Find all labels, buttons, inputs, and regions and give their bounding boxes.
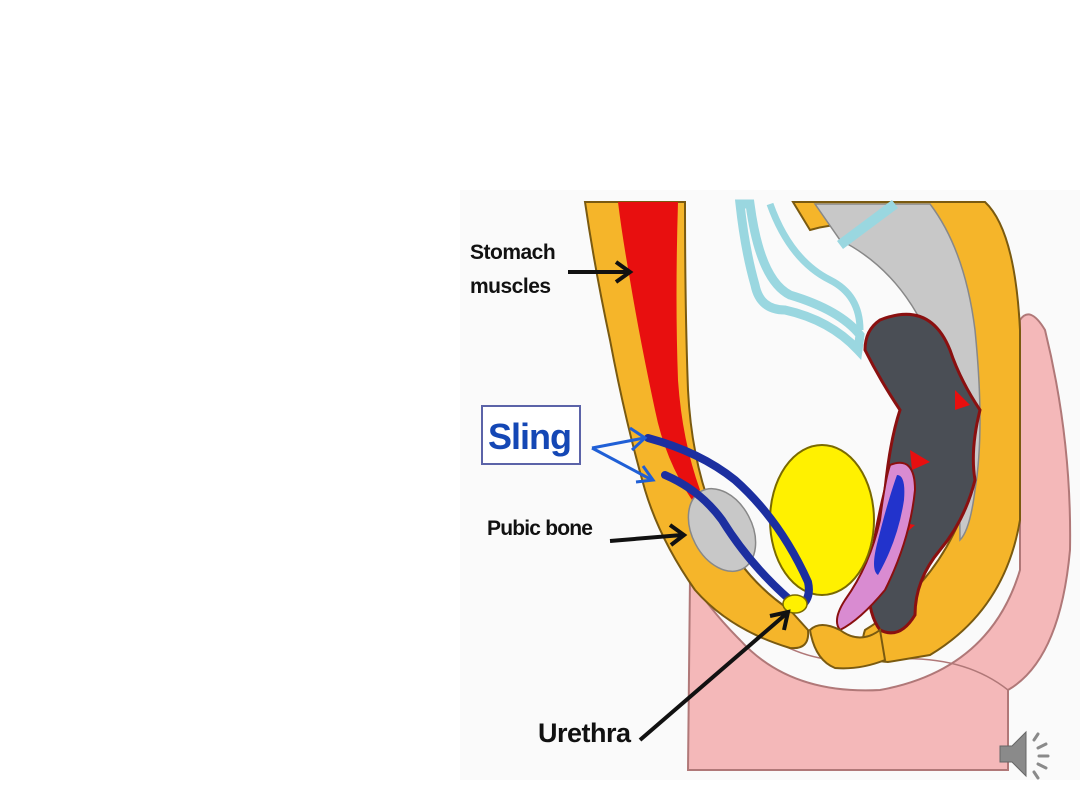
sling-band-lower [661, 471, 794, 604]
sling-band-upper [644, 434, 813, 612]
urethra-shape [782, 594, 808, 614]
intestine-strip [837, 199, 898, 250]
perineum [808, 624, 887, 670]
intestine-loop [766, 202, 864, 331]
label-pubic-bone: Pubic bone [487, 517, 593, 540]
label-stomach-muscles: Stomach muscles [470, 236, 556, 304]
rectus-muscle [618, 202, 700, 500]
bladder [769, 444, 875, 596]
label-urethra: Urethra [538, 718, 631, 748]
anatomy-drawing [568, 199, 1072, 771]
label-stomach-line2: muscles [470, 275, 551, 298]
speaker-icon-svg [999, 730, 1050, 780]
arrow-stomach [568, 260, 634, 284]
label-sling: Sling [488, 416, 572, 457]
vaginal-inner [874, 475, 905, 575]
label-sling-box: Sling [481, 405, 581, 465]
speaker-icon[interactable] [996, 726, 1056, 782]
pelvic-anatomy-figure: Stomach muscles Sling Pubic bone Urethra [460, 190, 1080, 780]
arrow-sling [591, 426, 656, 484]
intestine [734, 199, 865, 361]
label-stomach-line1: Stomach [470, 241, 556, 264]
arrow-pubic [609, 523, 688, 547]
arrow-urethra [638, 609, 791, 742]
